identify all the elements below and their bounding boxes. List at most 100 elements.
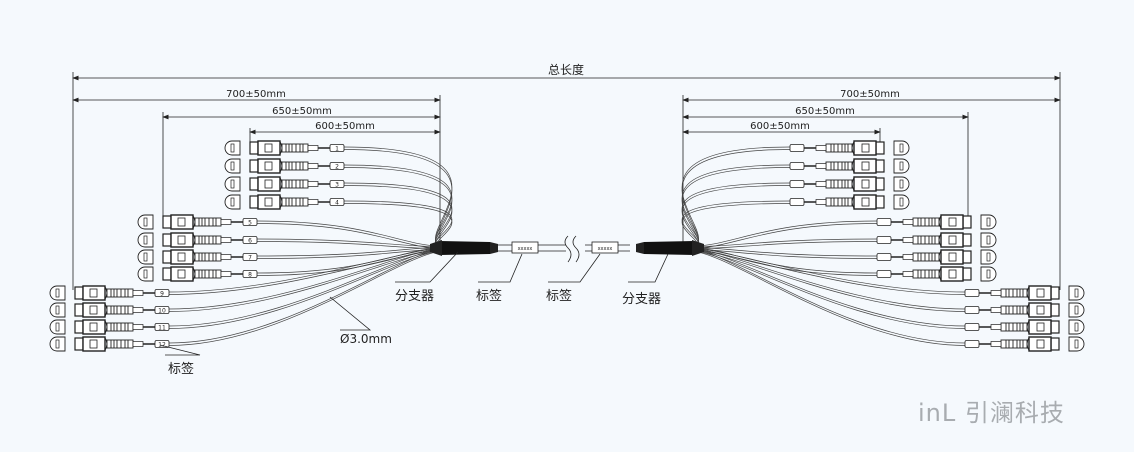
fiber-leg xyxy=(688,248,878,276)
connector-body xyxy=(170,266,194,282)
connector-latch xyxy=(74,303,84,317)
connector-key xyxy=(861,179,870,189)
connector-key xyxy=(264,197,273,207)
leg-tag xyxy=(789,162,805,170)
fiber-leg xyxy=(168,247,446,293)
strain-relief xyxy=(220,254,232,260)
leg-tag xyxy=(329,180,345,188)
strain-relief xyxy=(220,219,232,225)
dust-cap-icon xyxy=(49,336,66,352)
connector-latch xyxy=(1050,320,1060,334)
connector-body xyxy=(257,140,281,156)
dim-600-right-label: 600±50mm xyxy=(750,121,810,132)
dust-cap-icon xyxy=(137,266,154,282)
dust-cap-icon xyxy=(137,249,154,265)
dust-cap-icon xyxy=(1068,319,1085,335)
connector-latch xyxy=(249,159,259,173)
connector-body xyxy=(853,140,877,156)
strain-relief xyxy=(132,307,144,313)
company-logo: inL 引澜科技 xyxy=(918,393,1065,428)
fiber-leg xyxy=(256,223,446,249)
dust-cap-slot xyxy=(899,143,904,153)
dust-cap-icon xyxy=(980,249,997,265)
right-breakout-callout: 分支器 xyxy=(622,292,661,307)
strain-relief xyxy=(815,181,827,187)
dust-cap-slot xyxy=(986,269,991,279)
strain-relief xyxy=(990,324,1002,330)
connector-body xyxy=(82,336,106,352)
connector-body xyxy=(170,214,194,230)
fiber-leg xyxy=(256,220,446,247)
fiber-leg xyxy=(688,249,966,329)
strain-relief xyxy=(990,341,1002,347)
leg-tag-number: 5 xyxy=(248,219,252,226)
connector-body xyxy=(940,232,964,248)
fiber-leg xyxy=(688,249,966,295)
dust-cap-icon xyxy=(137,214,154,230)
fiber-leg xyxy=(688,220,878,247)
cable-label-left-text: xxxxx xyxy=(518,246,533,252)
connector-body xyxy=(170,232,194,248)
fiber-leg xyxy=(688,249,966,312)
strain-relief xyxy=(307,145,319,151)
strain-relief xyxy=(902,271,914,277)
leg-tag-number: 9 xyxy=(160,290,164,297)
connector-latch xyxy=(1050,286,1060,300)
connector-latch xyxy=(875,141,885,155)
dust-cap-slot xyxy=(986,217,991,227)
connector-latch xyxy=(74,337,84,351)
connector-latch xyxy=(249,141,259,155)
connector-body xyxy=(940,214,964,230)
fiber-leg xyxy=(168,250,446,346)
dim-650-left-label: 650±50mm xyxy=(272,106,332,117)
logo-name: 引澜科技 xyxy=(964,399,1065,427)
strain-relief xyxy=(307,163,319,169)
dust-cap-icon xyxy=(1068,302,1085,318)
leg-tag-number: 2 xyxy=(335,163,339,170)
connector-latch xyxy=(249,195,259,209)
connector-latch xyxy=(74,320,84,334)
connector-key xyxy=(89,288,98,298)
leg-tag-number: 11 xyxy=(158,324,166,331)
connector-key xyxy=(948,235,957,245)
dust-cap-icon xyxy=(224,194,241,210)
leg-tag xyxy=(154,306,170,314)
dust-cap-slot xyxy=(986,235,991,245)
dim-700-right-label: 700±50mm xyxy=(840,89,900,100)
leg-tag-number: 7 xyxy=(248,254,252,261)
connector-key xyxy=(177,269,186,279)
leg-tag xyxy=(789,180,805,188)
breakout-tail xyxy=(636,242,644,254)
connector-key xyxy=(1036,288,1045,298)
dust-cap-slot xyxy=(230,143,235,153)
breakout-body xyxy=(644,241,694,255)
fiber-leg xyxy=(688,250,966,346)
connector-key xyxy=(264,161,273,171)
connector-body xyxy=(1028,319,1052,335)
connector-latch xyxy=(162,267,172,281)
strain-relief xyxy=(902,219,914,225)
connector-body xyxy=(257,176,281,192)
connector-latch xyxy=(1050,303,1060,317)
connector-body xyxy=(1028,302,1052,318)
connector-latch xyxy=(162,215,172,229)
connector-latch xyxy=(875,177,885,191)
fiber-leg xyxy=(256,238,446,248)
connector-body xyxy=(940,266,964,282)
dust-cap-slot xyxy=(899,161,904,171)
connector-latch xyxy=(875,195,885,209)
dust-cap-slot xyxy=(1074,322,1079,332)
strain-relief xyxy=(220,271,232,277)
strain-relief xyxy=(815,145,827,151)
breakout-boot xyxy=(692,240,704,256)
leg-tag xyxy=(789,144,805,152)
connector-key xyxy=(948,217,957,227)
connector-key xyxy=(89,305,98,315)
dust-cap-icon xyxy=(893,158,910,174)
connector-latch xyxy=(962,250,972,264)
connector-key xyxy=(177,217,186,227)
connector-latch xyxy=(962,215,972,229)
dust-cap-slot xyxy=(230,197,235,207)
dust-cap-icon xyxy=(137,232,154,248)
fiber-leg xyxy=(168,249,446,329)
